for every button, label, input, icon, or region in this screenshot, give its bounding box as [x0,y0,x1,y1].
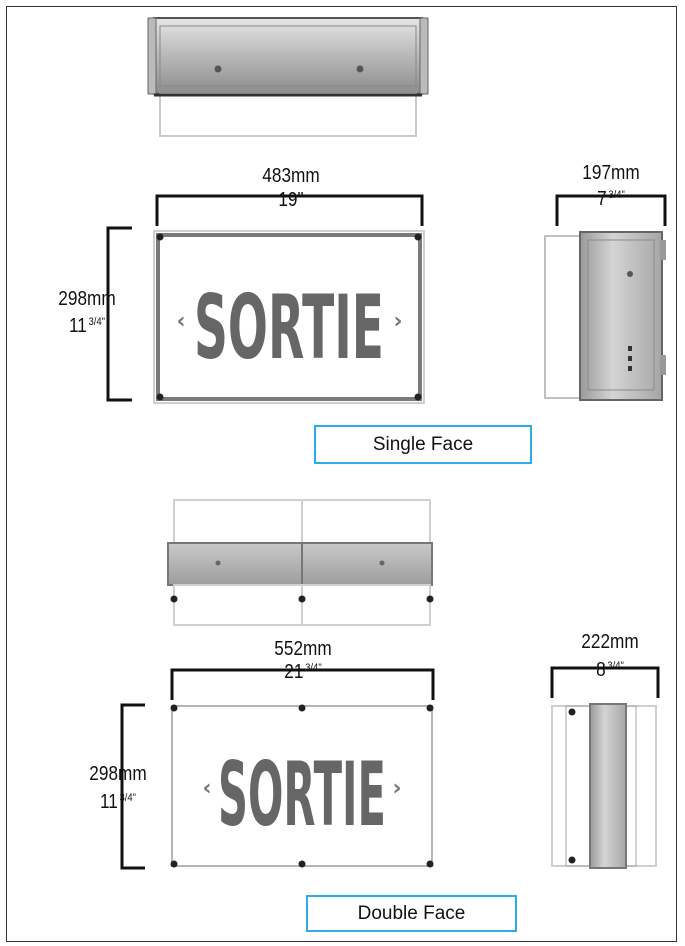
svg-text:›: › [392,776,401,801]
double-face-front-view: ‹ › SORTIE [170,704,434,868]
double-height-mm: 298mm [89,763,147,785]
single-width-in: 19" [278,189,304,211]
single-height-mm: 298mm [58,288,116,310]
double-width-mm: 552mm [274,638,332,660]
single-face-top-view [147,17,429,137]
single-face-side-view [544,231,666,401]
double-sign-legend: SORTIE [218,743,386,846]
svg-text:›: › [393,309,402,334]
single-width-mm: 483mm [262,165,320,187]
double-face-label: Double Face [306,895,517,932]
single-face-dimension-lines [106,194,667,402]
double-depth-mm: 222mm [581,631,639,653]
double-face-side-view [551,703,657,869]
svg-text:‹: ‹ [202,776,211,801]
single-face-label: Single Face [314,425,532,464]
single-face-front-view: ‹ › SORTIE [153,230,425,404]
double-face-dimension-lines [120,666,660,870]
single-depth-mm: 197mm [582,162,640,184]
svg-text:‹: ‹ [176,309,185,334]
single-sign-legend: SORTIE [194,276,384,379]
page-frame [6,6,677,942]
double-face-top-view [167,499,434,626]
